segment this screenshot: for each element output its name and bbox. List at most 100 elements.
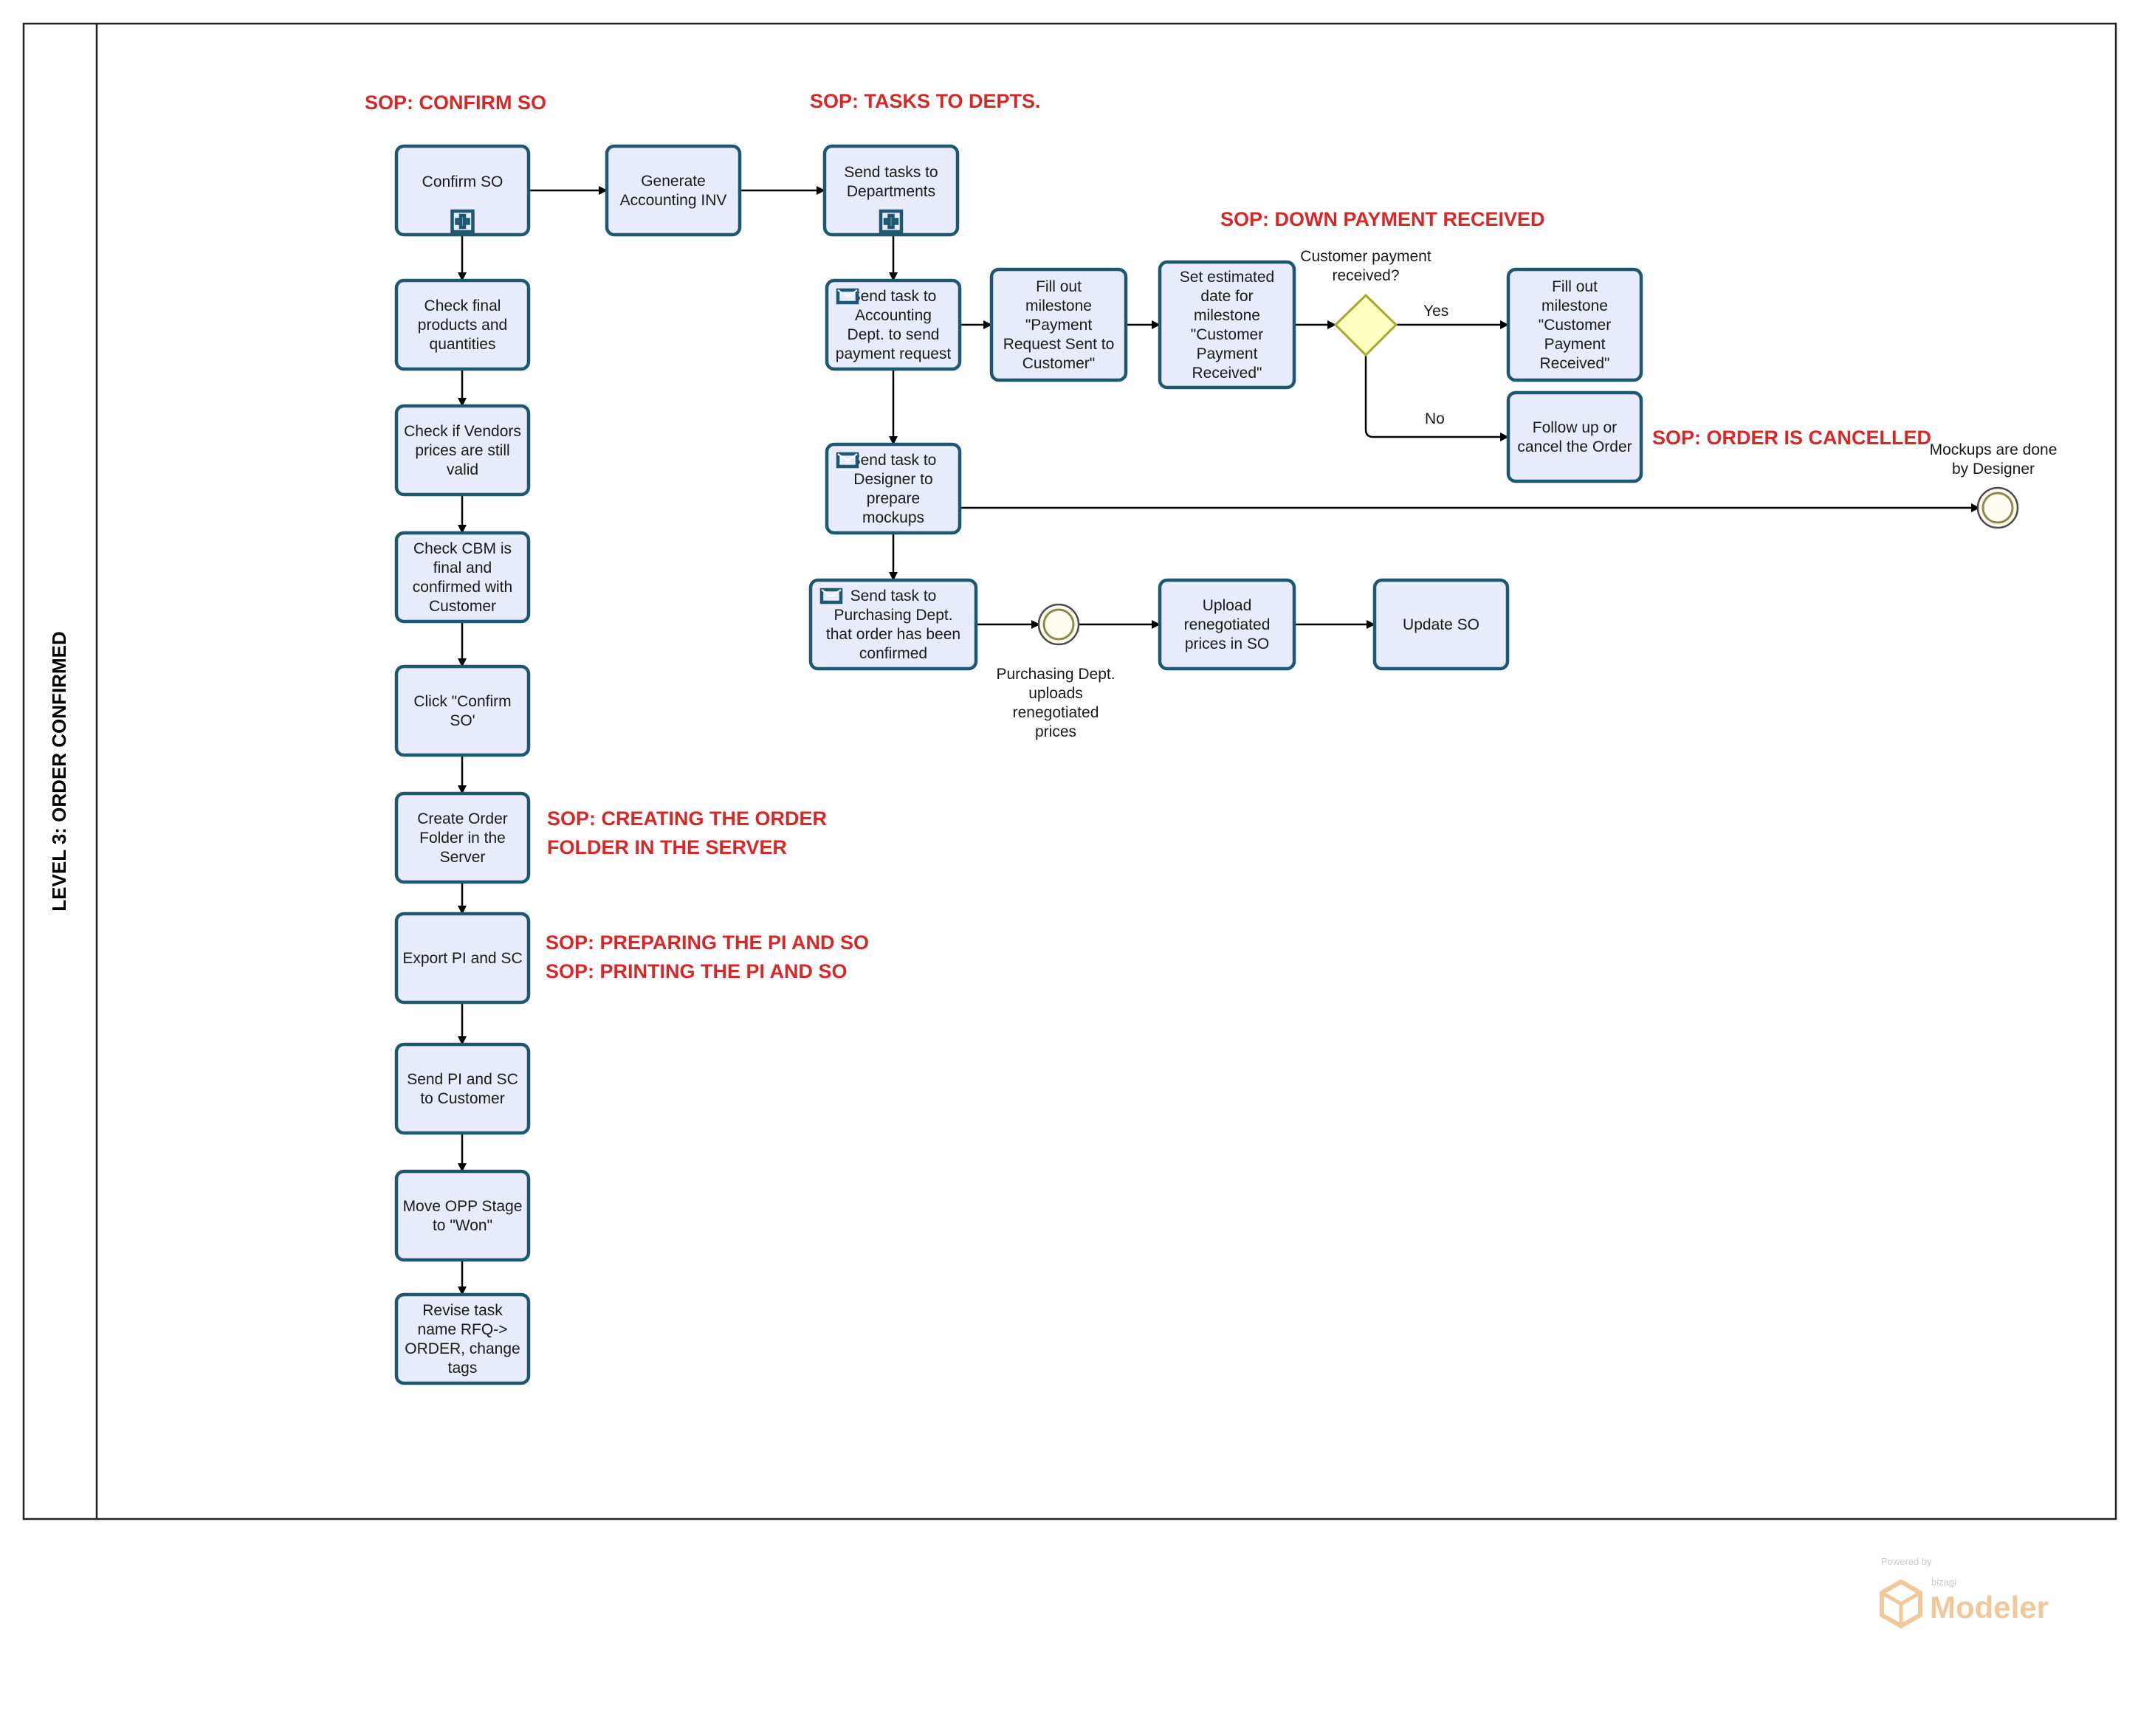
task-label-line: Send PI and SC bbox=[407, 1071, 518, 1088]
task-label-line: products and bbox=[418, 317, 507, 334]
task-box bbox=[394, 531, 531, 624]
sop-creating-folder-2: FOLDER IN THE SERVER bbox=[547, 836, 787, 858]
task-label-line: renegotiated bbox=[1184, 616, 1271, 633]
task-label-line: Check if Vendors bbox=[404, 423, 521, 440]
task-box bbox=[808, 578, 978, 671]
task-confirm-so[interactable]: Confirm SO bbox=[394, 144, 531, 237]
task-label-line: Fill out bbox=[1552, 278, 1598, 295]
purchasing-event-label-3: renegotiated bbox=[1013, 704, 1099, 721]
task-label-line: Server bbox=[440, 849, 486, 866]
task-label-line: that order has been bbox=[826, 626, 960, 643]
gateway-question-2: received? bbox=[1332, 267, 1399, 284]
mockups-done-label-1: Mockups are done bbox=[1930, 441, 2058, 458]
task-box bbox=[394, 791, 531, 884]
task-label-line: Payment bbox=[1197, 345, 1258, 362]
task-fill-payment-received[interactable]: Fill outmilestone"CustomerPaymentReceive… bbox=[1506, 267, 1643, 382]
gateway-question-1: Customer payment bbox=[1300, 248, 1431, 265]
task-label-line: payment request bbox=[836, 345, 952, 362]
task-label-line: Check final bbox=[424, 297, 501, 314]
task-label-line: cancel the Order bbox=[1517, 438, 1632, 455]
sop-confirm-so: SOP: CONFIRM SO bbox=[365, 92, 546, 114]
send-message-icon bbox=[836, 452, 859, 469]
payment-gateway[interactable] bbox=[1333, 293, 1398, 357]
watermark-product: Modeler bbox=[1930, 1590, 2049, 1625]
task-send-tasks[interactable]: Send tasks to Departments bbox=[822, 144, 960, 237]
task-box bbox=[1506, 390, 1643, 483]
task-box bbox=[394, 278, 531, 371]
task-label-line: milestone bbox=[1194, 307, 1260, 324]
bizagi-logo-icon bbox=[1880, 1579, 1922, 1629]
pool-frame bbox=[22, 22, 2117, 1520]
task-label-line: mockups bbox=[862, 509, 924, 526]
task-label-line: milestone bbox=[1025, 297, 1092, 314]
task-label-line: Departments bbox=[847, 183, 935, 200]
sop-preparing-pi: SOP: PREPARING THE PI AND SO bbox=[546, 931, 869, 954]
subprocess-plus-icon[interactable] bbox=[450, 209, 475, 234]
task-label-line: Follow up or bbox=[1533, 419, 1617, 436]
task-box bbox=[394, 144, 531, 237]
gateway-no-label: No bbox=[1425, 410, 1445, 427]
sop-down-payment: SOP: DOWN PAYMENT RECEIVED bbox=[1220, 208, 1545, 230]
task-box bbox=[1372, 578, 1510, 671]
task-label-line: Click "Confirm bbox=[413, 693, 511, 710]
task-label-line: Send task to bbox=[850, 288, 937, 305]
task-label-line: Accounting bbox=[855, 307, 932, 324]
bizagi-watermark: Powered by bizagi Modeler bbox=[1880, 1556, 2049, 1629]
subprocess-plus-icon[interactable] bbox=[879, 209, 904, 234]
task-label-line: prices are still bbox=[415, 442, 509, 459]
task-check-products[interactable]: Check final products and quantities bbox=[394, 278, 531, 371]
sop-creating-folder-1: SOP: CREATING THE ORDER bbox=[547, 807, 827, 830]
purchasing-event-label-4: prices bbox=[1035, 723, 1076, 740]
task-label-line: quantities bbox=[430, 336, 496, 353]
task-box bbox=[394, 664, 531, 757]
task-box bbox=[1158, 260, 1296, 390]
task-label-line: Folder in the bbox=[419, 830, 506, 847]
task-label-line: Received" bbox=[1539, 355, 1609, 372]
task-box bbox=[825, 278, 962, 371]
task-export-pi[interactable]: Export PI and SC bbox=[394, 912, 531, 1005]
purchasing-uploads-event[interactable] bbox=[1037, 603, 1080, 646]
task-box bbox=[1158, 578, 1296, 671]
task-label-line: Check CBM is bbox=[413, 540, 512, 557]
task-label-line: Send tasks to bbox=[844, 164, 938, 181]
task-label-line: Dept. to send bbox=[848, 326, 940, 343]
task-box bbox=[394, 1042, 531, 1135]
task-label-line: prices in SO bbox=[1185, 636, 1269, 652]
task-label-line: Update SO bbox=[1403, 616, 1479, 633]
task-label-line: ORDER, change bbox=[405, 1340, 520, 1357]
sop-printing-pi: SOP: PRINTING THE PI AND SO bbox=[546, 960, 848, 982]
task-label-line: "Payment bbox=[1025, 317, 1092, 334]
task-box bbox=[394, 1169, 531, 1262]
task-label-line: final and bbox=[433, 559, 492, 576]
lane-title: LEVEL 3: ORDER CONFIRMED bbox=[48, 631, 70, 911]
task-box bbox=[394, 1292, 531, 1385]
flow-gateway-no bbox=[1364, 355, 1509, 441]
task-box bbox=[1506, 267, 1643, 382]
mockups-done-label-2: by Designer bbox=[1952, 461, 2035, 478]
task-label-line: Export PI and SC bbox=[402, 950, 522, 967]
purchasing-event-label-1: Purchasing Dept. bbox=[996, 666, 1115, 683]
mockups-done-event[interactable] bbox=[1976, 486, 2019, 529]
task-follow-up[interactable]: Follow up or cancel the Order bbox=[1506, 390, 1643, 483]
task-label-line: Payment bbox=[1544, 336, 1606, 353]
task-label-line: confirmed with bbox=[413, 579, 512, 596]
task-label-line: Accounting INV bbox=[620, 192, 727, 209]
task-label-line: SO' bbox=[450, 712, 475, 729]
task-box bbox=[394, 912, 531, 1005]
task-update-so[interactable]: Update SO bbox=[1372, 578, 1510, 671]
task-label-line: Confirm SO bbox=[422, 173, 503, 190]
